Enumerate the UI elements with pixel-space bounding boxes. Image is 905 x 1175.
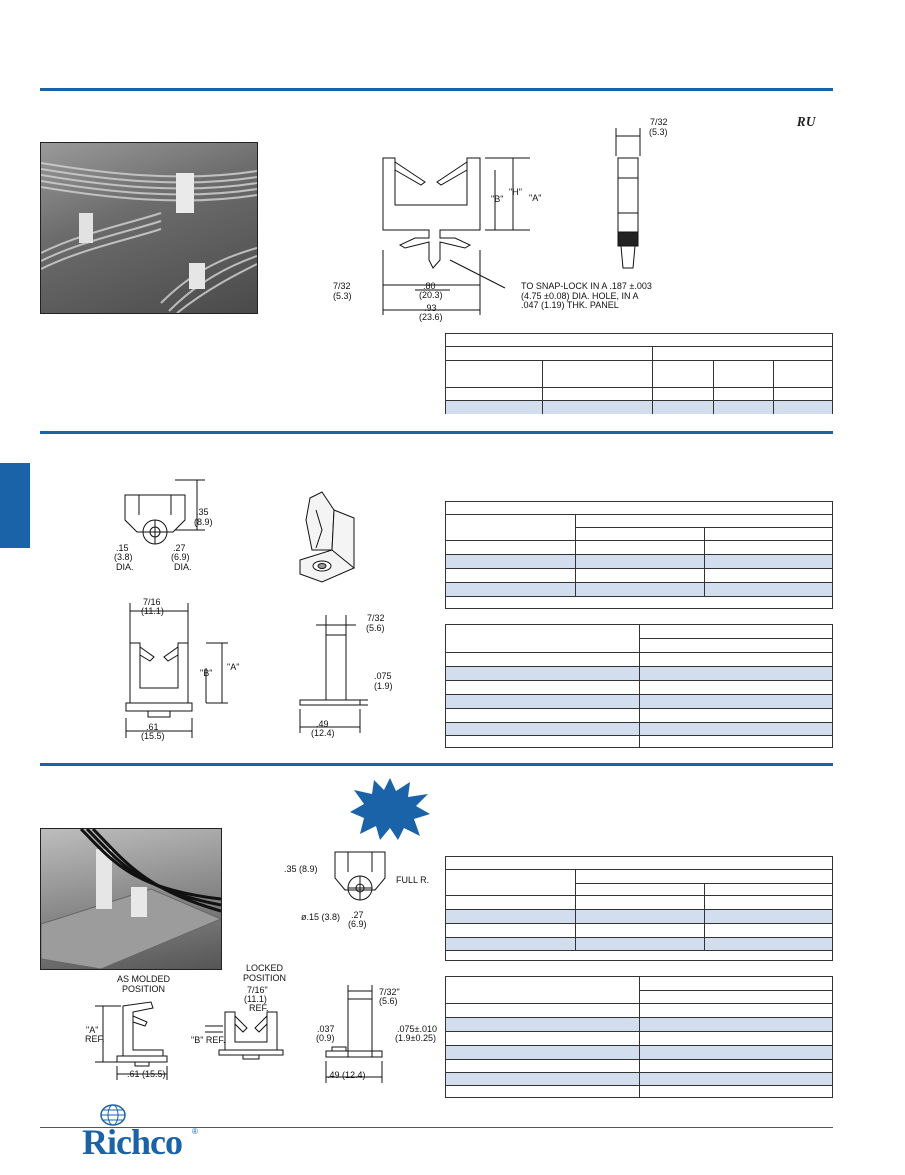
s3-side-base: .49 (12.4) bbox=[327, 1070, 366, 1080]
s2-top-d2-lbl: DIA. bbox=[174, 562, 192, 572]
section-rule-2 bbox=[40, 431, 833, 434]
s3-side-t-in: 7/32" bbox=[379, 987, 400, 997]
spec-table-2a bbox=[445, 501, 833, 609]
cable-bundle-photo-icon bbox=[41, 162, 257, 313]
richco-logo: Richco bbox=[82, 1122, 183, 1162]
dim-width2-in: .93 bbox=[424, 303, 437, 313]
s3-side-p2-in: .075±.010 bbox=[397, 1024, 437, 1034]
s3-molded-title-2: POSITION bbox=[122, 984, 166, 994]
s2-front-a: "A" bbox=[227, 662, 240, 672]
s2-top-d1-mm: (3.8) bbox=[114, 552, 133, 562]
s3-locked-title-2: POSITION bbox=[243, 973, 287, 983]
dim-side-in: 7/32 bbox=[333, 281, 351, 291]
s3-molded-title-1: AS MOLDED bbox=[117, 974, 171, 984]
s2-front-base-in: .61 bbox=[146, 722, 159, 732]
new-starburst-icon bbox=[350, 778, 430, 840]
s2-top-h-in: .35 bbox=[196, 507, 209, 517]
section3-locked-view bbox=[205, 1010, 295, 1060]
product-photo-1 bbox=[40, 142, 258, 314]
dim-width1-mm: (20.3) bbox=[419, 290, 443, 300]
s2-side-base-in: .49 bbox=[316, 719, 329, 729]
s2-side-p-in: .075 bbox=[374, 671, 392, 681]
s3-locked-w-ref: REF. bbox=[249, 1003, 269, 1013]
richco-globe-icon bbox=[100, 1104, 126, 1126]
s3-locked-b: "B" REF. bbox=[191, 1035, 226, 1045]
section3-side-view bbox=[308, 985, 388, 1085]
section3-as-molded-view bbox=[95, 998, 185, 1083]
s3-top-h: .35 (8.9) bbox=[284, 864, 318, 874]
section3-top-view bbox=[320, 850, 400, 915]
section2-isometric-view bbox=[292, 490, 362, 585]
s3-top-d2-in: .27 bbox=[351, 910, 364, 920]
section2-side-view bbox=[298, 615, 368, 735]
side-thickness-mm: (5.3) bbox=[649, 127, 668, 137]
s2-top-d2-mm: (6.9) bbox=[171, 552, 190, 562]
s3-side-p2-mm: (1.9±0.25) bbox=[395, 1033, 436, 1043]
s3-side-p1-in: .037 bbox=[317, 1024, 335, 1034]
dim-a-label: "A" bbox=[529, 193, 542, 203]
s3-side-p1-mm: (0.9) bbox=[316, 1033, 335, 1043]
s3-top-full-r: FULL R. bbox=[396, 875, 430, 885]
s3-top-d2-mm: (6.9) bbox=[348, 919, 367, 929]
s3-locked-w-mm: (11.1) bbox=[244, 994, 267, 1004]
snap-lock-note-3: .047 (1.19) THK. PANEL bbox=[521, 300, 619, 310]
side-thickness-in: 7/32 bbox=[650, 117, 668, 127]
section2-front-view bbox=[118, 603, 238, 743]
ul-mark-icon: ᴿᵁ bbox=[796, 112, 815, 137]
snap-lock-note-2: (4.75 ±0.08) DIA. HOLE, IN A bbox=[521, 291, 639, 301]
s3-locked-w-in: 7/16" bbox=[247, 985, 268, 995]
dim-width2-mm: (23.6) bbox=[419, 312, 443, 322]
s3-top-d1: ø.15 (3.8) bbox=[301, 912, 341, 922]
spec-table-3a bbox=[445, 856, 833, 961]
s3-side-t-mm: (5.6) bbox=[379, 996, 398, 1006]
mount-on-plate-photo-icon bbox=[41, 829, 221, 969]
s3-molded-a1: "A" bbox=[86, 1025, 99, 1035]
s3-molded-a2: REF. bbox=[85, 1034, 105, 1044]
s2-top-d2-in: .27 bbox=[173, 543, 186, 553]
s2-front-base-mm: (15.5) bbox=[141, 731, 165, 741]
section2-top-view bbox=[115, 475, 205, 550]
s2-side-t-mm: (5.6) bbox=[366, 623, 385, 633]
side-tab bbox=[0, 463, 30, 548]
section-rule-1 bbox=[40, 88, 833, 91]
s2-front-w-mm: (11.1) bbox=[141, 606, 164, 616]
spec-table-2b bbox=[445, 624, 833, 748]
dim-b-label: "B" bbox=[491, 194, 504, 204]
section1-side-drawing bbox=[610, 128, 650, 273]
snap-lock-note-1: TO SNAP-LOCK IN A .187 ±.003 bbox=[521, 281, 652, 291]
section-rule-3 bbox=[40, 763, 833, 766]
spec-table-1 bbox=[445, 333, 833, 414]
section1-front-drawing bbox=[355, 150, 530, 315]
dim-side-mm: (5.3) bbox=[333, 291, 352, 301]
s2-top-h-mm: (8.9) bbox=[194, 517, 213, 527]
spec-table-3b bbox=[445, 976, 833, 1098]
dim-h-label: "H" bbox=[509, 187, 522, 197]
registered-mark: ® bbox=[192, 1127, 198, 1136]
product-photo-2 bbox=[40, 828, 222, 970]
s2-side-t-in: 7/32 bbox=[367, 613, 385, 623]
s2-side-base-mm: (12.4) bbox=[311, 728, 335, 738]
s2-side-p-mm: (1.9) bbox=[374, 681, 393, 691]
s3-locked-title-1: LOCKED bbox=[246, 963, 284, 973]
s3-molded-base: .61 (15.5) bbox=[127, 1069, 166, 1079]
s2-top-d1-lbl: DIA. bbox=[116, 562, 134, 572]
s2-front-b: "B" bbox=[200, 668, 213, 678]
s2-front-w-in: 7/16 bbox=[143, 597, 161, 607]
s2-top-d1-in: .15 bbox=[116, 543, 129, 553]
dim-width1-in: .80 bbox=[423, 281, 436, 291]
footer-rule bbox=[40, 1127, 833, 1128]
